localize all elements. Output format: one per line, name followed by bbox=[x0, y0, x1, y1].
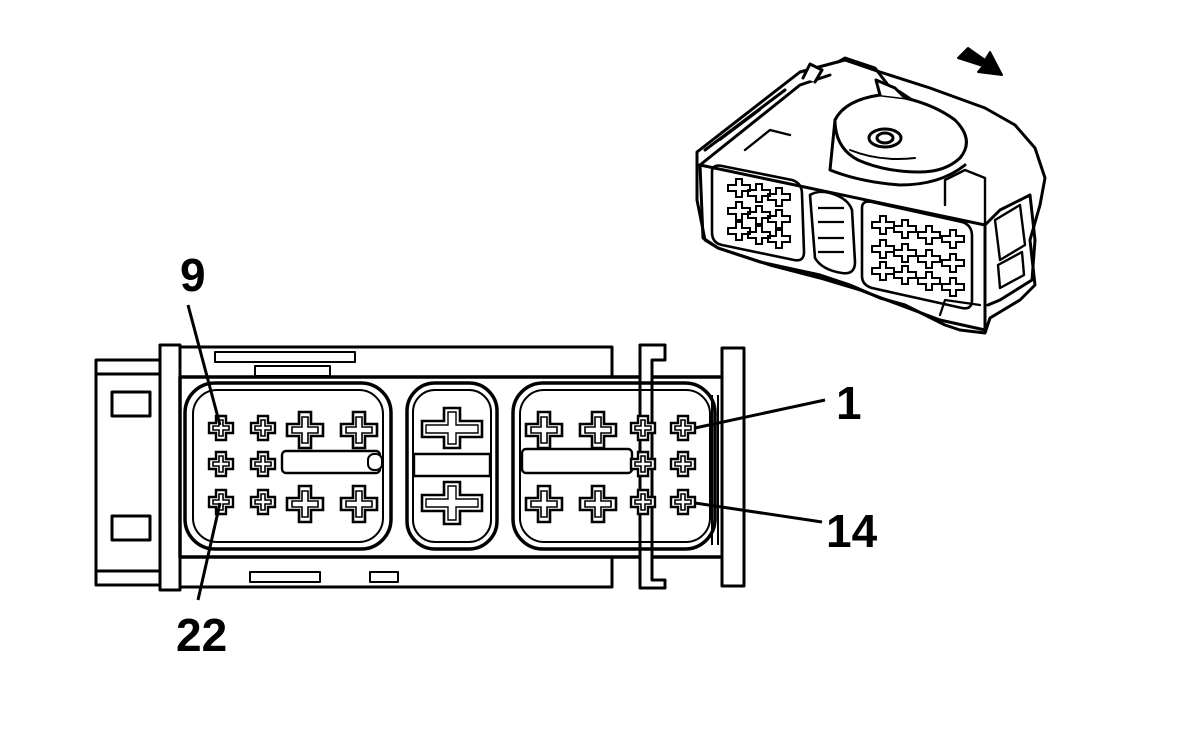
right-cavity bbox=[511, 381, 717, 551]
leader-lines bbox=[186, 304, 826, 601]
middle-cavity bbox=[405, 381, 499, 551]
pin-label-1: 1 bbox=[836, 377, 862, 429]
leader-pin-14 bbox=[694, 501, 823, 524]
direction-arrow-icon bbox=[957, 47, 1003, 76]
right-latch bbox=[638, 343, 746, 590]
pin-label-14: 14 bbox=[826, 505, 878, 557]
left-latch bbox=[94, 343, 182, 592]
isometric-terminals bbox=[727, 178, 965, 297]
leader-pin-9 bbox=[186, 304, 222, 426]
pin-terminals bbox=[207, 406, 697, 526]
terminal-power bbox=[420, 406, 484, 526]
pin-label-22: 22 bbox=[176, 609, 228, 661]
housing-rails bbox=[178, 345, 614, 589]
leader-pin-1 bbox=[694, 398, 826, 430]
pin-label-9: 9 bbox=[180, 249, 206, 301]
leader-pin-22 bbox=[196, 502, 222, 601]
connector-isometric-view bbox=[695, 56, 1047, 335]
left-cavity bbox=[183, 381, 393, 551]
